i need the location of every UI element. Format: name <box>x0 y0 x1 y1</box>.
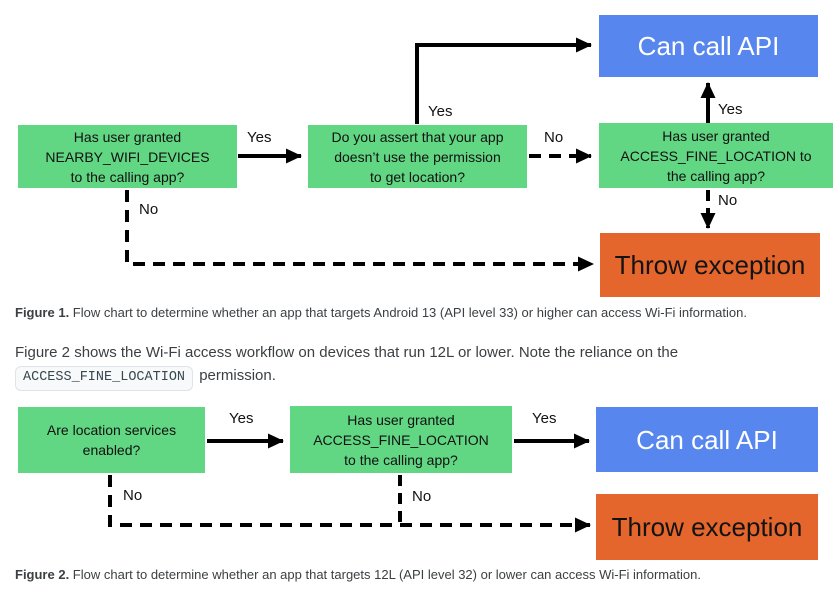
access-fine-location-code-chip: ACCESS_FINE_LOCATION <box>15 366 194 391</box>
fig2-caption-label: Figure 2. <box>15 567 70 582</box>
fig2-label-yes-2: Yes <box>532 410 557 427</box>
fig1-caption: Figure 1. Flow chart to determine whethe… <box>15 305 825 321</box>
intro-paragraph: Figure 2 shows the Wi-Fi access workflow… <box>15 341 815 391</box>
fig1-node-can-call-api: Can call API <box>599 15 818 77</box>
fig2-caption: Figure 2. Flow chart to determine whethe… <box>15 567 825 583</box>
fig1-node-throw-exception: Throw exception <box>600 233 820 297</box>
fig1-caption-text: Flow chart to determine whether an app t… <box>69 305 747 320</box>
fig2-node-throw-exception: Throw exception <box>596 494 818 560</box>
intro-paragraph-text-after: permission. <box>195 367 276 384</box>
fig2-node-can-call-api: Can call API <box>596 407 818 472</box>
intro-paragraph-text: Figure 2 shows the Wi-Fi access workflow… <box>15 344 679 361</box>
fig2-arrow-no-location-to-throw <box>108 475 591 533</box>
fig1-label-no-3: No <box>139 201 159 218</box>
fig2-label-yes-1: Yes <box>229 410 254 427</box>
fig2-caption-text: Flow chart to determine whether an app t… <box>69 567 701 582</box>
fig1-node-fine-location-question: Has user granted ACCESS_FINE_LOCATION to… <box>599 123 833 188</box>
fig1-label-yes-1: Yes <box>247 129 272 146</box>
fig1-label-no-2: No <box>718 192 738 209</box>
fig1-arrow-no-nearby-to-throw <box>125 190 594 272</box>
fig2-node-fine-location-question: Has user granted ACCESS_FINE_LOCATION to… <box>290 406 512 473</box>
fig1-caption-label: Figure 1. <box>15 305 70 320</box>
fig1-label-yes-2: Yes <box>428 103 453 120</box>
fig1-node-nearby-wifi-question: Has user granted NEARBY_WIFI_DEVICES to … <box>18 125 237 188</box>
fig1-label-no-1: No <box>544 129 564 146</box>
fig2-label-no-1: No <box>123 487 143 504</box>
fig1-node-assert-question: Do you assert that your app doesn’t use … <box>308 125 527 188</box>
fig2-label-no-2: No <box>412 488 432 505</box>
fig1-label-yes-3: Yes <box>718 101 743 118</box>
fig2-node-location-services-question: Are location services enabled? <box>18 407 205 473</box>
fig1-arrow-yes-assert-to-cancall <box>415 37 592 124</box>
